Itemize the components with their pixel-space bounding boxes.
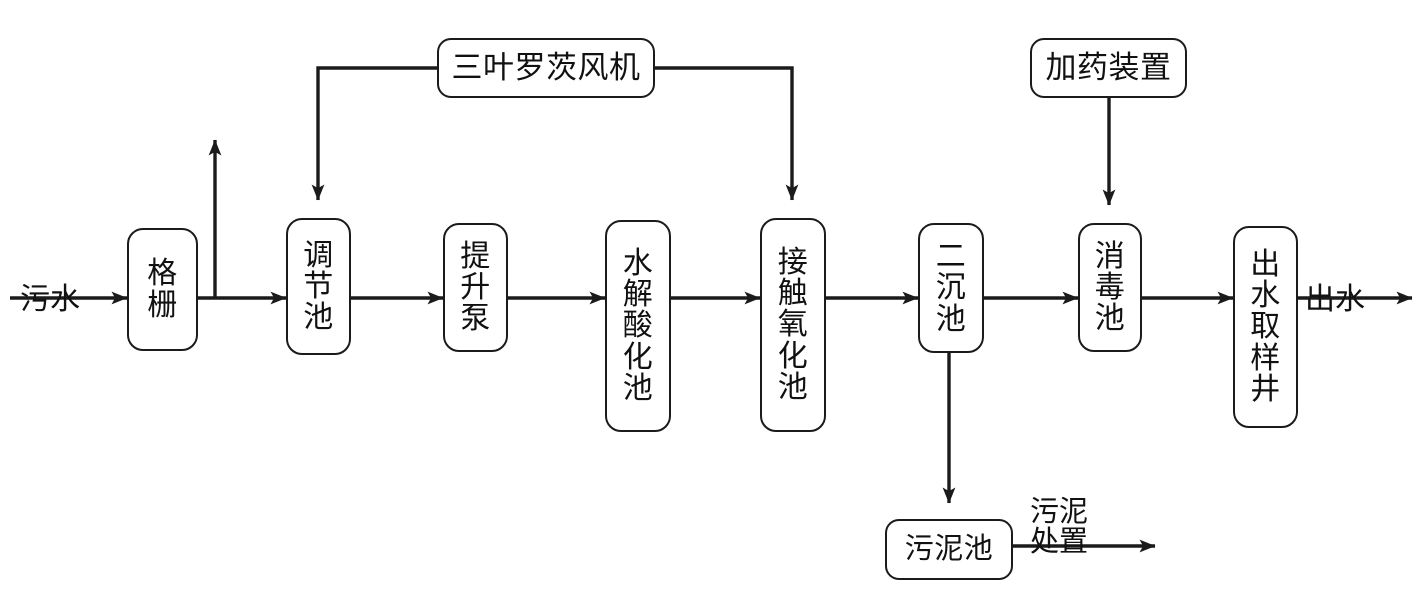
node-contact-oxidation-tank[interactable]: 接 触 氧 化 池 — [760, 218, 826, 432]
node-hydrolysis-acidification-tank-label: 水 解 酸 化 池 — [622, 247, 654, 405]
node-hydrolysis-acidification-tank[interactable]: 水 解 酸 化 池 — [605, 220, 671, 432]
label-influent-text: 污水 — [20, 282, 80, 316]
node-equalization-basin-label: 调 节 池 — [303, 238, 334, 335]
node-sludge-tank-label: 污泥池 — [904, 533, 994, 566]
node-grille[interactable]: 格 栅 — [127, 228, 198, 351]
connector-blower-to-contact-oxidation — [655, 66, 799, 201]
node-roots-blower[interactable]: 三叶罗茨风机 — [437, 38, 655, 98]
label-sludge-disposal-text: 污泥 处置 — [1030, 495, 1089, 559]
node-disinfection-tank-label: 消 毒 池 — [1094, 239, 1126, 336]
label-effluent-text: 出水 — [1305, 282, 1365, 316]
node-sludge-tank[interactable]: 污泥池 — [885, 519, 1013, 580]
label-effluent: 出水 — [1305, 252, 1365, 316]
node-grille-label: 格 栅 — [147, 257, 178, 322]
connector-blower-to-equalization — [311, 66, 437, 201]
node-roots-blower-label: 三叶罗茨风机 — [451, 49, 641, 85]
node-secondary-clarifier[interactable]: 二 沉 池 — [918, 223, 984, 353]
node-dosing-device[interactable]: 加药装置 — [1030, 38, 1187, 98]
node-equalization-basin[interactable]: 调 节 池 — [286, 218, 351, 355]
node-effluent-sampling-well-label: 出 水 取 样 井 — [1250, 248, 1281, 406]
node-lift-pump-label: 提 升 泵 — [460, 239, 491, 336]
node-contact-oxidation-tank-label: 接 触 氧 化 池 — [777, 246, 809, 404]
node-dosing-device-label: 加药装置 — [1045, 49, 1172, 85]
node-lift-pump[interactable]: 提 升 泵 — [443, 223, 508, 352]
node-effluent-sampling-well[interactable]: 出 水 取 样 井 — [1233, 226, 1298, 428]
label-sludge-disposal: 污泥 处置 — [1030, 466, 1088, 558]
node-secondary-clarifier-label: 二 沉 池 — [935, 240, 967, 336]
label-influent: 污水 — [20, 252, 80, 316]
node-disinfection-tank[interactable]: 消 毒 池 — [1078, 223, 1142, 352]
